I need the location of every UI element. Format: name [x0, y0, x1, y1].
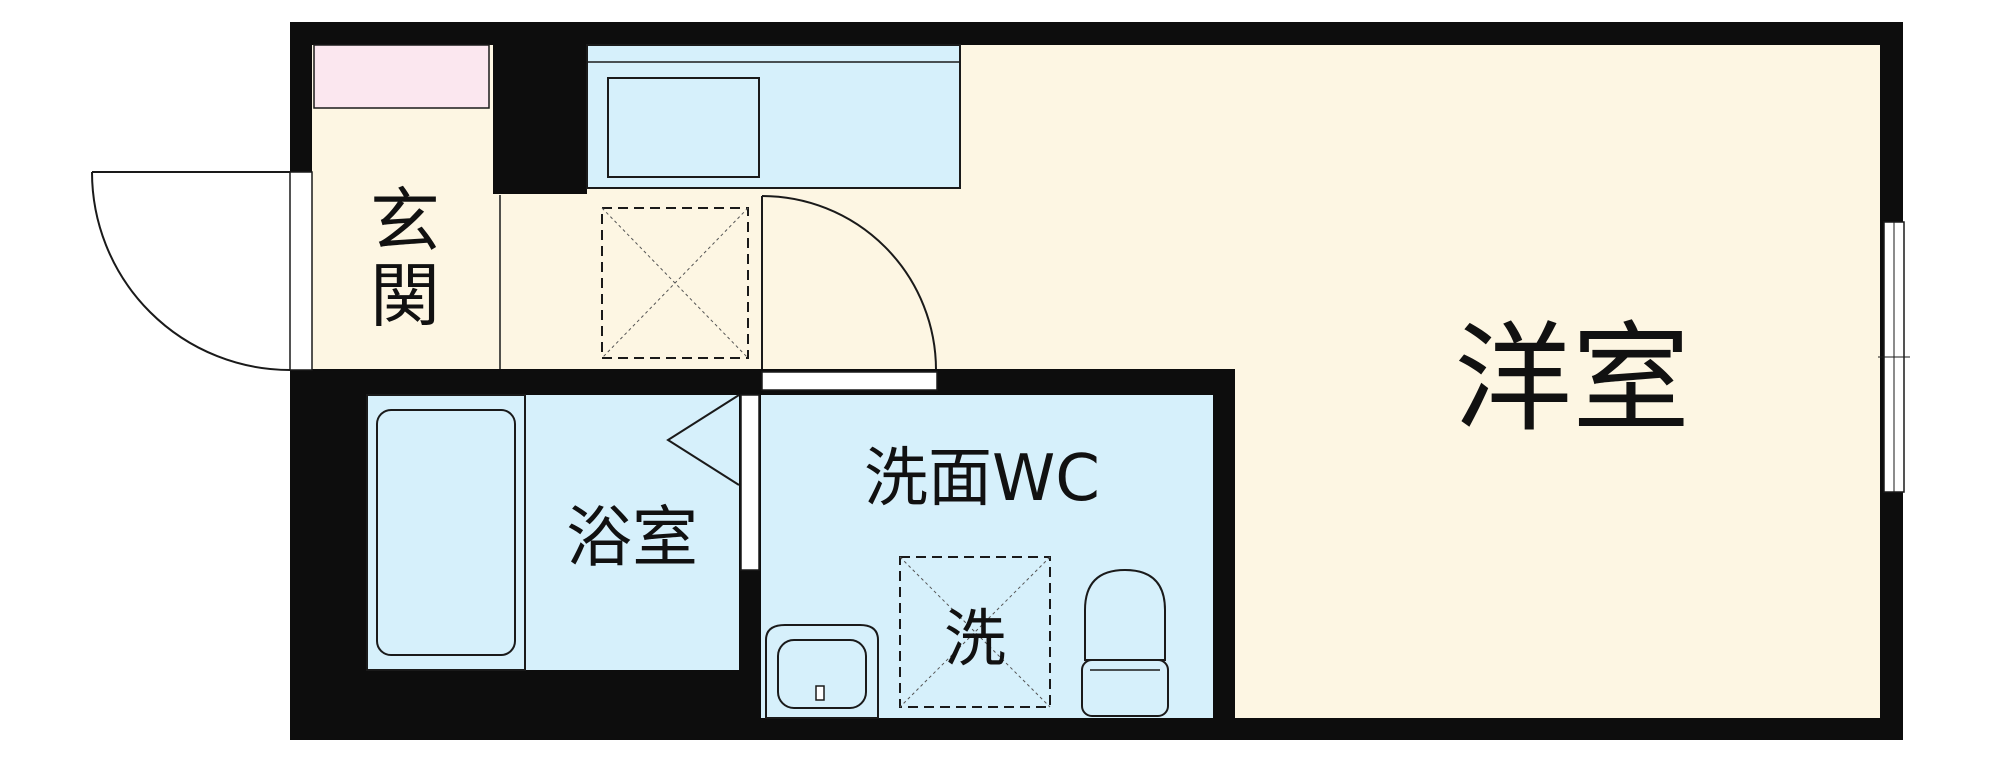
fridge-space — [601, 207, 749, 359]
washer-space-cross-a — [899, 556, 1051, 708]
pillar — [493, 22, 587, 194]
entrance-label-bottom: 関 — [370, 255, 440, 337]
bathtub-inner — [376, 409, 516, 656]
entrance-door-opening — [289, 171, 313, 371]
toilet-bowl — [1084, 568, 1166, 661]
washer-space-cross-b — [899, 556, 1051, 708]
washer-space — [899, 556, 1051, 708]
bath-folding-door — [666, 394, 740, 486]
western-room-label: 洋室 — [1454, 310, 1690, 448]
entrance-door-swing — [91, 171, 291, 371]
washroom-wc-label: 洗面WC — [864, 442, 1100, 516]
kitchen-sink — [607, 77, 760, 178]
shoe-box — [313, 44, 490, 109]
washroom-door-swing — [761, 195, 937, 371]
toilet-tank — [1081, 659, 1169, 717]
western-room-floor-lower — [1235, 369, 1880, 718]
entrance-label-top: 玄 — [370, 180, 440, 262]
kitchen-counter — [586, 44, 961, 189]
washbasin-drain — [815, 685, 825, 701]
door-opening-washroom — [761, 371, 938, 391]
bath-door-opening — [740, 394, 760, 571]
washbasin-bowl — [777, 639, 867, 709]
bathroom-label: 浴室 — [566, 499, 698, 576]
inner-wall-vertical — [1213, 369, 1235, 740]
washer-label: 洗 — [944, 602, 1006, 675]
fridge-space-cross-b — [601, 207, 749, 359]
